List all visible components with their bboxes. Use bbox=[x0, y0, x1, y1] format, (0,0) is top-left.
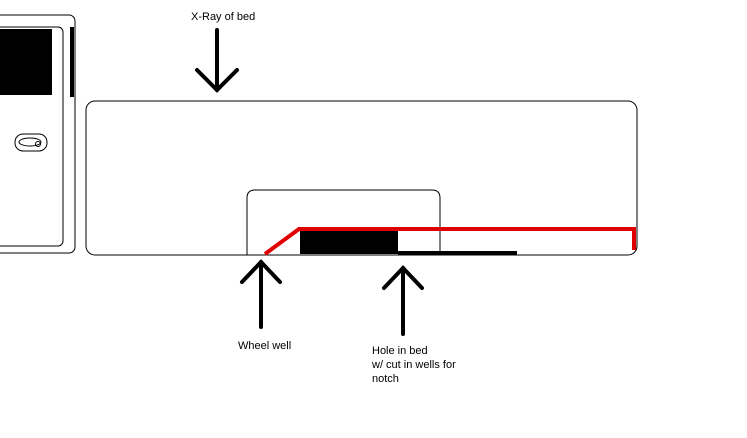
wheel-well-arrow-icon bbox=[240, 259, 282, 329]
hole-label-line-2: w/ cut in wells for bbox=[372, 359, 456, 371]
hole-label-line-3: notch bbox=[372, 373, 399, 385]
cab-outer-outline bbox=[0, 14, 76, 254]
cab-inner-outline bbox=[0, 26, 64, 247]
truck-bed-outline bbox=[85, 100, 638, 256]
door-handle-icon bbox=[14, 133, 48, 152]
cab-window bbox=[0, 29, 52, 95]
bed-hole-slot bbox=[398, 251, 517, 255]
hole-label-line-1: Hole in bed bbox=[372, 345, 428, 357]
truck-cab bbox=[0, 14, 76, 254]
xray-arrow-icon bbox=[195, 28, 239, 93]
wheel-well-label: Wheel well bbox=[238, 340, 292, 352]
xray-label: X-Ray of bed bbox=[191, 11, 256, 23]
cab-pillar bbox=[70, 27, 74, 97]
bed-hole-block bbox=[300, 231, 398, 254]
hole-arrow-icon bbox=[382, 265, 424, 336]
notch-cut-line bbox=[263, 227, 636, 256]
wheel-well-outline bbox=[246, 189, 441, 255]
